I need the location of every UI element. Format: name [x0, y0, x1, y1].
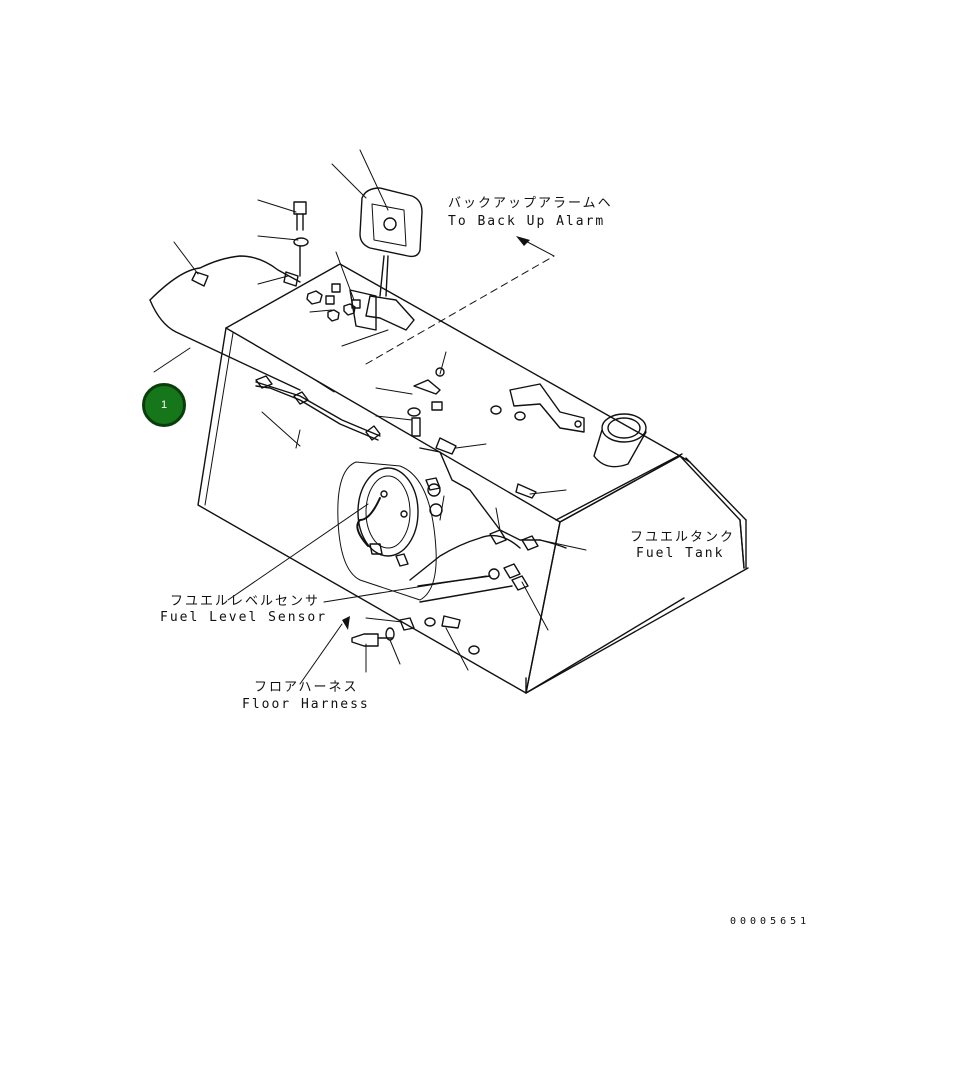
top-bracket [490, 383, 585, 433]
callout-marker-1[interactable]: 1 [142, 383, 186, 427]
tank-harness [255, 375, 567, 591]
fuel-level-sensor-label-jp: フユエルレベルセンサ [170, 594, 321, 609]
fuel-level-sensor-label-en: Fuel Level Sensor [160, 610, 328, 625]
drawing-part-number: 00005651 [730, 916, 811, 927]
backup-alarm-label-en: To Back Up Alarm [448, 214, 606, 229]
fuel-level-sensor [337, 461, 500, 601]
leader-lines [153, 149, 587, 685]
floor-harness-label-en: Floor Harness [242, 697, 370, 712]
upper-harness [149, 201, 361, 391]
lower-parts [351, 585, 513, 655]
backup-alarm [349, 187, 423, 331]
fuel-tank-label-jp: フユエルタンク [630, 530, 736, 545]
floor-harness-label-jp: フロアハーネス [254, 680, 359, 695]
filler-neck [593, 413, 647, 468]
callout-number: 1 [160, 399, 168, 411]
backup-alarm-label-jp: バックアップアラームヘ [448, 196, 613, 211]
arrow-heads [342, 236, 530, 630]
top-clamps [407, 367, 537, 499]
fuel-tank-body [197, 263, 749, 694]
fuel-tank-label-en: Fuel Tank [636, 546, 725, 561]
